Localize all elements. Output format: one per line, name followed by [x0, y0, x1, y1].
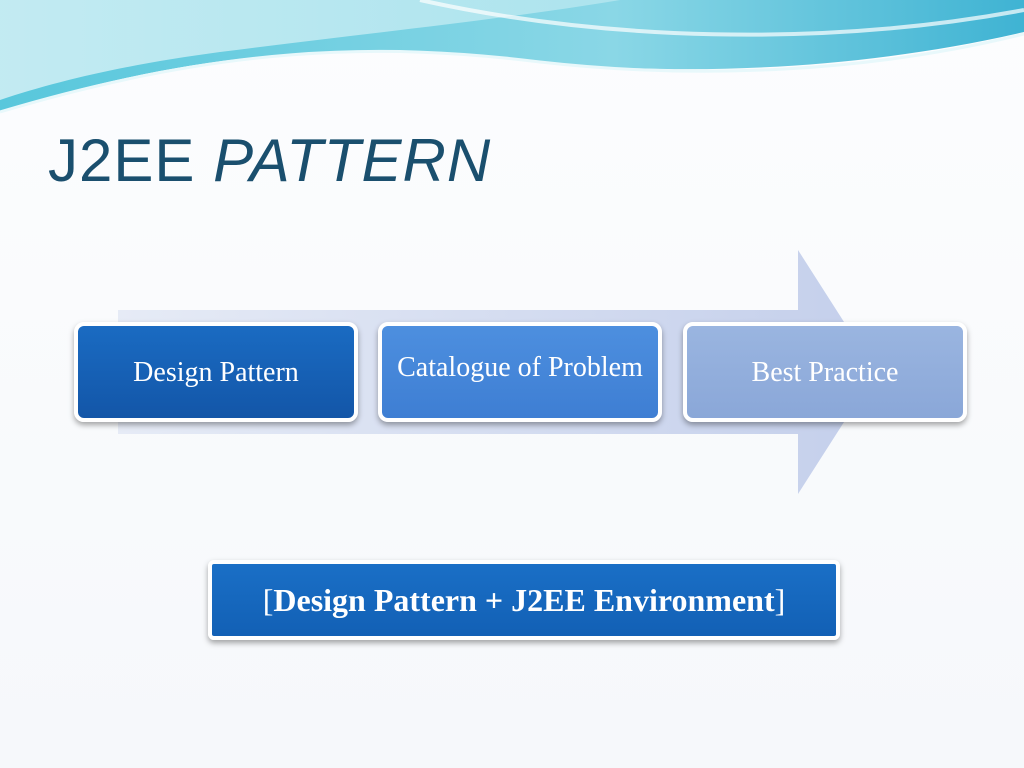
summary-open-bracket: [ — [262, 581, 274, 618]
title-emphasis: PATTERN — [213, 127, 492, 194]
title-prefix: J2EE — [48, 127, 196, 194]
slide-title: J2EE PATTERN — [48, 126, 491, 195]
process-step-label: Best Practice — [751, 356, 899, 388]
process-step-catalogue-of-problem: Catalogue of Problem — [378, 322, 662, 422]
process-step-design-pattern: Design Pattern — [74, 322, 358, 422]
summary-text: Design Pattern + J2EE Environment — [273, 581, 775, 618]
decorative-wave-header — [0, 0, 1024, 114]
process-step-label: Catalogue of Problem — [397, 351, 643, 383]
process-step-label: Design Pattern — [133, 356, 299, 388]
summary-close-bracket: ] — [774, 581, 786, 618]
summary-box: [ Design Pattern + J2EE Environment ] — [208, 560, 840, 640]
process-step-best-practice: Best Practice — [683, 322, 967, 422]
